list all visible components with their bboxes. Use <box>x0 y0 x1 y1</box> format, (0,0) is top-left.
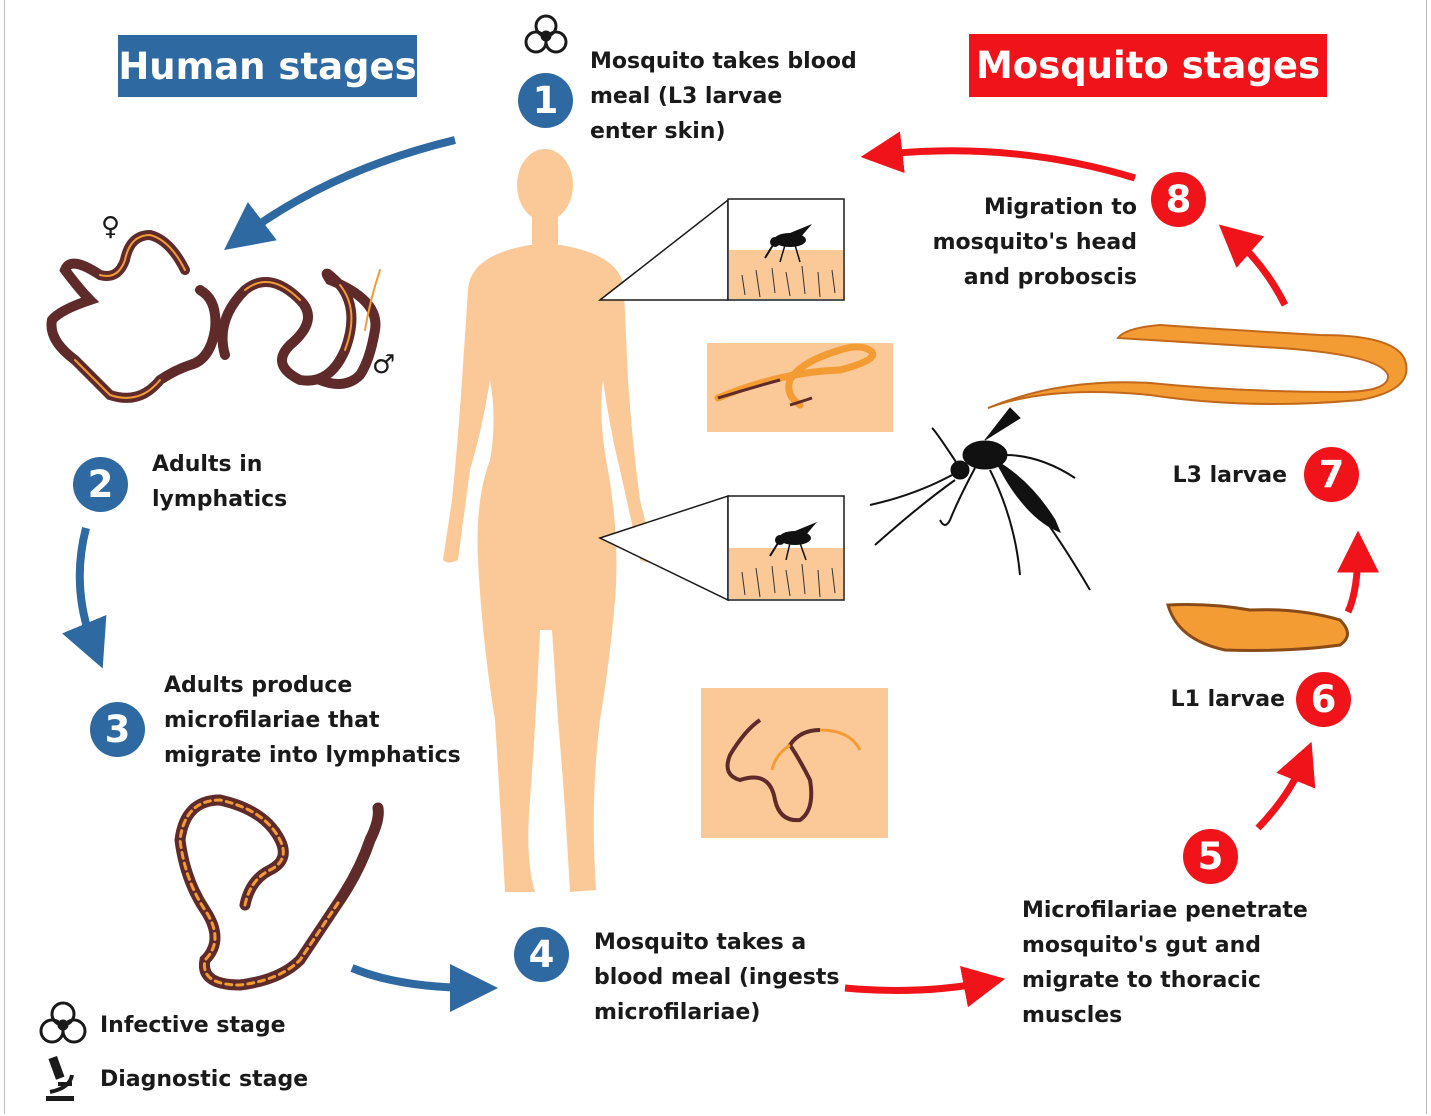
step-7-label: L3 larvae <box>1140 458 1287 493</box>
female-symbol: ♀ <box>101 212 120 242</box>
biohazard-legend-icon <box>41 1003 85 1042</box>
l1-larva <box>1168 605 1348 651</box>
male-symbol: ♂ <box>372 350 395 380</box>
human-silhouette <box>443 149 655 892</box>
human-stages-header: Human stages <box>118 35 417 97</box>
step-8-badge: 8 <box>1151 172 1206 227</box>
step-6-label: L1 larvae <box>1140 682 1285 717</box>
microfilaria-producing-worm <box>180 800 378 985</box>
step-1-badge: 1 <box>518 73 573 128</box>
adult-worms <box>51 235 380 398</box>
skin-inset-top <box>600 199 844 300</box>
biohazard-icon <box>526 16 566 52</box>
microfilaria-inset <box>701 688 888 838</box>
legend-infective-label: Infective stage <box>100 1008 286 1043</box>
step-4-badge: 4 <box>514 927 569 982</box>
mosquito-stages-header: Mosquito stages <box>969 34 1327 97</box>
mosquito-silhouette <box>870 408 1090 590</box>
larva-inset <box>707 343 893 432</box>
step-5-badge: 5 <box>1183 829 1238 884</box>
step-7-badge: 7 <box>1304 447 1359 502</box>
legend-diagnostic-label: Diagnostic stage <box>100 1062 308 1097</box>
step-6-badge: 6 <box>1296 672 1351 727</box>
microscope-icon <box>46 1056 74 1101</box>
l3-larva <box>988 325 1407 408</box>
step-3-badge: 3 <box>90 702 145 757</box>
step-2-badge: 2 <box>73 457 128 512</box>
